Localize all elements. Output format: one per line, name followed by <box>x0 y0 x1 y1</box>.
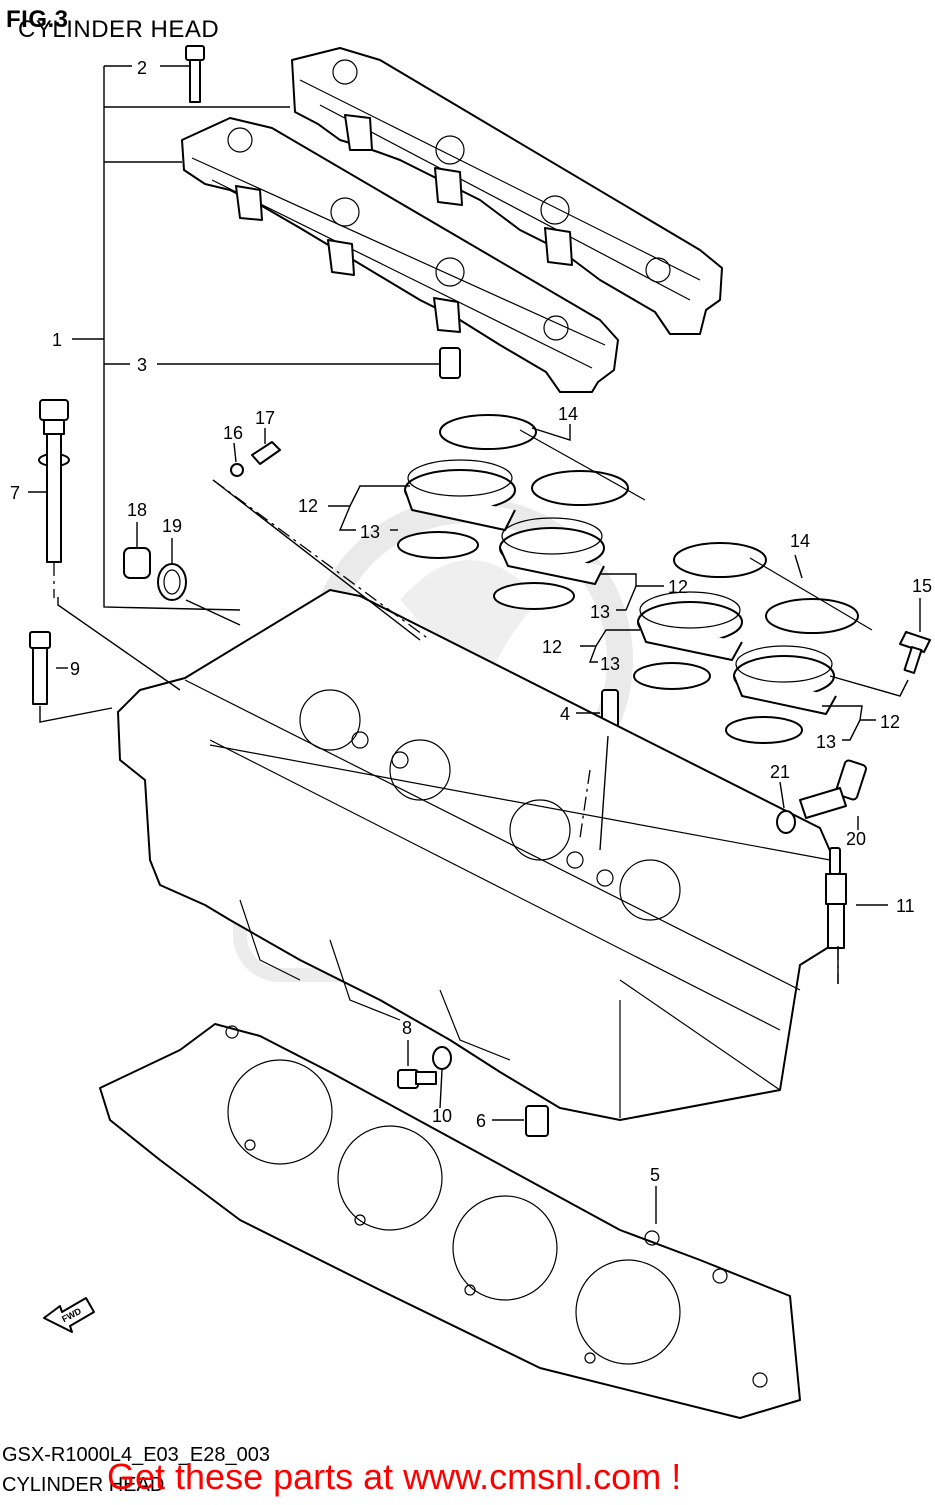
temperature-sensor[interactable] <box>799 759 867 819</box>
callout-7[interactable]: 7 <box>10 483 20 503</box>
callout-2[interactable]: 2 <box>137 58 147 78</box>
washer[interactable] <box>432 1046 452 1070</box>
o-ring-4[interactable] <box>725 716 803 744</box>
assembly-center-lines <box>53 479 839 984</box>
cylinder-head-bolt-long[interactable] <box>38 399 70 563</box>
sensor-gasket[interactable] <box>776 810 796 834</box>
callout-19[interactable]: 19 <box>162 516 182 536</box>
plug[interactable] <box>123 547 151 579</box>
figure-number: FIG.3 <box>6 6 69 33</box>
callout-12c[interactable]: 12 <box>542 637 562 657</box>
callout-12d[interactable]: 12 <box>880 712 900 732</box>
o-ring-3[interactable] <box>633 662 711 690</box>
callout-8[interactable]: 8 <box>402 1018 412 1038</box>
camshaft-housing-upper[interactable] <box>291 47 723 335</box>
callout-4[interactable]: 4 <box>560 704 570 724</box>
cylinder-head-gasket[interactable] <box>99 1023 801 1419</box>
intake-clamp-2[interactable] <box>673 542 873 634</box>
gasket-small[interactable] <box>230 463 244 477</box>
diagram-title: CYLINDER HEAD <box>18 16 220 43</box>
camshaft-housing-lower[interactable] <box>181 117 619 393</box>
intake-pipe-1[interactable] <box>404 459 516 531</box>
callout-16[interactable]: 16 <box>223 423 243 443</box>
callout-13b[interactable]: 13 <box>590 602 610 622</box>
bolt-flange[interactable] <box>397 1069 437 1089</box>
forward-arrow-icon: FWD <box>43 1297 95 1333</box>
intake-pipe-3[interactable] <box>637 591 743 661</box>
leader-lines <box>28 65 921 1224</box>
dowel-pin-lower[interactable] <box>525 1105 549 1137</box>
callout-10[interactable]: 10 <box>432 1106 452 1126</box>
cylinder-head[interactable] <box>117 589 835 1121</box>
callout-labels: 2 1 3 7 16 17 14 12 13 18 19 14 12 13 15… <box>10 58 932 1185</box>
plug-gasket[interactable] <box>157 563 187 601</box>
spark-plug[interactable] <box>825 847 847 949</box>
callout-12b[interactable]: 12 <box>668 577 688 597</box>
callout-13c[interactable]: 13 <box>600 654 620 674</box>
callout-1[interactable]: 1 <box>52 330 62 350</box>
callout-14a[interactable]: 14 <box>558 404 578 424</box>
callout-13d[interactable]: 13 <box>816 732 836 752</box>
callout-12a[interactable]: 12 <box>298 496 318 516</box>
callout-5[interactable]: 5 <box>650 1165 660 1185</box>
callout-6[interactable]: 6 <box>476 1111 486 1131</box>
camshaft-housing-bolt[interactable] <box>185 45 205 103</box>
intake-clamp-1[interactable] <box>439 414 646 506</box>
union-fitting[interactable] <box>251 441 281 465</box>
dowel-pin-upper[interactable] <box>439 347 461 379</box>
callout-9[interactable]: 9 <box>70 659 80 679</box>
callout-17[interactable]: 17 <box>255 408 275 428</box>
promo-banner-link[interactable]: Get these parts at www.cmsnl.com ! <box>107 1456 682 1497</box>
callout-20[interactable]: 20 <box>846 829 866 849</box>
o-ring-1[interactable] <box>397 531 479 559</box>
intake-pipe-4[interactable] <box>733 645 837 715</box>
callout-3[interactable]: 3 <box>137 355 147 375</box>
callout-18[interactable]: 18 <box>127 500 147 520</box>
o-ring-2[interactable] <box>493 582 575 610</box>
callout-14b[interactable]: 14 <box>790 531 810 551</box>
callout-11[interactable]: 11 <box>896 896 915 916</box>
screw[interactable] <box>899 631 931 674</box>
callout-21[interactable]: 21 <box>770 762 790 782</box>
diagram-name: CYLINDER HEAD <box>2 1474 165 1496</box>
intake-pipe-2[interactable] <box>499 517 605 585</box>
callout-15[interactable]: 15 <box>912 576 932 596</box>
callout-13a[interactable]: 13 <box>360 522 380 542</box>
diagram-code: GSX-R1000L4_E03_E28_003 <box>2 1444 270 1466</box>
cylinder-head-bolt-short[interactable] <box>29 631 51 705</box>
